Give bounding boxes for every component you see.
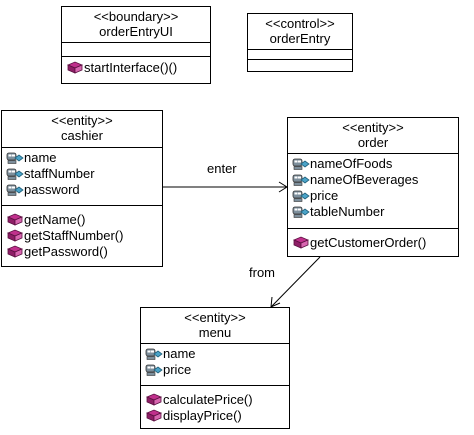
class-orderEntryUI[interactable]: <<boundary>> orderEntryUI startInterface…	[61, 6, 211, 84]
class-header: <<control>> orderEntry	[248, 14, 352, 50]
class-header: <<entity>> cashier	[2, 111, 162, 148]
operation-row: getName()	[2, 212, 162, 228]
operation-compartment: calculatePrice() displayPrice()	[141, 386, 289, 424]
attribute-icon	[6, 167, 24, 181]
attribute-icon	[145, 363, 163, 377]
class-stereotype: <<entity>>	[51, 113, 113, 128]
operation-compartment	[248, 60, 352, 71]
operation-row: getPassword()	[2, 244, 162, 260]
attribute-compartment: nameOfFoods nameOfBeverages price tableN…	[288, 154, 458, 229]
operation-icon	[145, 409, 163, 423]
operation-row: calculatePrice()	[141, 392, 289, 408]
attribute-row: name	[2, 150, 162, 166]
attribute-icon	[6, 151, 24, 165]
operation-icon	[6, 245, 24, 259]
class-order[interactable]: <<entity>> order nameOfFoods nameOfBever…	[287, 117, 459, 257]
attribute-row: nameOfBeverages	[288, 172, 458, 188]
attribute-row: password	[2, 182, 162, 198]
operation-icon	[292, 236, 310, 250]
operation-row: getStaffNumber()	[2, 228, 162, 244]
class-name: menu	[198, 325, 232, 340]
class-stereotype: <<control>>	[265, 16, 335, 31]
class-header: <<boundary>> orderEntryUI	[62, 7, 210, 43]
attribute-row: tableNumber	[288, 204, 458, 220]
class-name: cashier	[61, 128, 103, 143]
class-menu[interactable]: <<entity>> menu name price calculatePric…	[140, 307, 290, 429]
attribute-icon	[292, 205, 310, 219]
attribute-compartment: name price	[141, 344, 289, 386]
operation-icon	[6, 229, 24, 243]
class-name: order	[357, 135, 389, 150]
attribute-row: price	[141, 362, 289, 378]
attribute-compartment	[248, 50, 352, 60]
operation-row: getCustomerOrder()	[288, 235, 458, 251]
class-stereotype: <<entity>>	[184, 310, 246, 325]
operation-compartment: getName() getStaffNumber() getPassword()	[2, 206, 162, 260]
association-line-order-menu	[270, 256, 321, 308]
operation-icon	[66, 61, 84, 75]
attribute-icon	[145, 347, 163, 361]
attribute-icon	[292, 189, 310, 203]
attribute-icon	[292, 157, 310, 171]
attribute-compartment: name staffNumber password	[2, 148, 162, 206]
class-stereotype: <<entity>>	[342, 120, 404, 135]
attribute-icon	[6, 183, 24, 197]
operation-icon	[145, 393, 163, 407]
operation-compartment: getCustomerOrder()	[288, 229, 458, 251]
class-orderEntry[interactable]: <<control>> orderEntry	[247, 13, 353, 72]
attribute-row: nameOfFoods	[288, 156, 458, 172]
class-header: <<entity>> order	[288, 118, 458, 154]
operation-compartment: startInterface()()	[62, 57, 210, 76]
operation-row: startInterface()()	[62, 60, 210, 76]
attribute-icon	[292, 173, 310, 187]
attribute-row: staffNumber	[2, 166, 162, 182]
association-label-enter: enter	[207, 161, 237, 176]
class-header: <<entity>> menu	[141, 308, 289, 344]
attribute-compartment	[62, 43, 210, 57]
class-stereotype: <<boundary>>	[93, 9, 179, 24]
class-name: orderEntryUI	[99, 24, 173, 39]
operation-icon	[6, 213, 24, 227]
class-cashier[interactable]: <<entity>> cashier name staffNumber pass…	[1, 110, 163, 267]
association-label-from: from	[249, 265, 275, 280]
class-name: orderEntry	[269, 31, 331, 46]
operation-row: displayPrice()	[141, 408, 289, 424]
attribute-row: name	[141, 346, 289, 362]
attribute-row: price	[288, 188, 458, 204]
